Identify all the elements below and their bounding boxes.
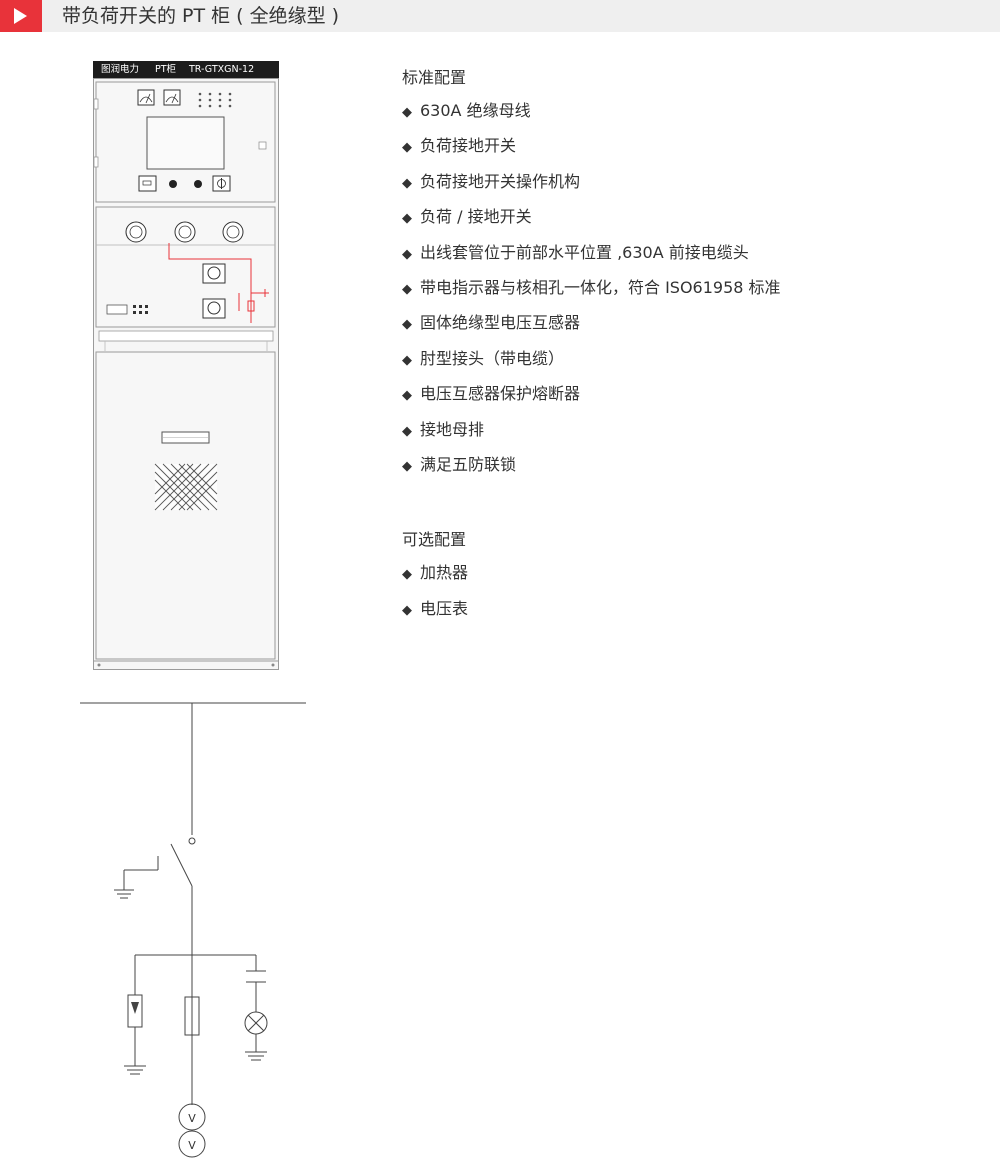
list-item: ◆接地母排 <box>402 419 485 439</box>
operating-hole-icon <box>125 221 244 243</box>
indicator-icon <box>106 304 128 315</box>
fuse-icon <box>184 996 200 1036</box>
list-item: ◆带电指示器与核相孔一体化，符合 ISO61958 标准 <box>402 277 781 297</box>
list-item: ◆负荷接地开关 <box>402 136 517 156</box>
list-item: ◆负荷 / 接地开关 <box>402 207 532 227</box>
list-item: ◆加热器 <box>402 563 469 583</box>
load-switch-icon <box>170 843 193 887</box>
cabinet-model: TR-GTXGN-12 <box>189 64 255 75</box>
list-item: ◆肘型接头（带电缆） <box>402 348 565 368</box>
diamond-icon: ◆ <box>402 140 412 156</box>
diamond-icon: ◆ <box>402 211 412 227</box>
meter-icon <box>137 89 155 106</box>
list-item: ◆负荷接地开关操作机构 <box>402 171 581 191</box>
pt-cabinet-drawing: 图润电力 PT柜 TR-GTXGN-12 <box>93 61 279 670</box>
diamond-icon: ◆ <box>402 458 412 474</box>
display-screen <box>146 116 225 170</box>
diamond-icon: ◆ <box>402 602 412 618</box>
cabinet-type: PT柜 <box>155 64 177 75</box>
vt-label: V <box>188 1139 196 1152</box>
hinge-icon <box>93 156 99 168</box>
diamond-icon: ◆ <box>402 281 412 297</box>
diamond-icon: ◆ <box>402 246 412 262</box>
section-header: 带负荷开关的 PT 柜 ( 全绝缘型 ) <box>0 0 1000 32</box>
diamond-icon: ◆ <box>402 423 412 439</box>
list-item: ◆电压表 <box>402 598 469 618</box>
page-title: 带负荷开关的 PT 柜 ( 全绝缘型 ) <box>62 5 340 27</box>
button-icon <box>194 180 202 188</box>
mimic-line <box>168 243 252 323</box>
contact-icon <box>188 837 196 845</box>
list-item: ◆630A 绝缘母线 <box>402 101 531 120</box>
cabinet-nameplate: 图润电力 PT柜 TR-GTXGN-12 <box>93 61 279 78</box>
button-icon <box>169 180 177 188</box>
arrow-icon <box>131 1002 139 1014</box>
wiring-diagram: V V <box>80 702 306 1158</box>
standard-heading: 标准配置 <box>402 68 467 87</box>
spec-list: 标准配置 ◆630A 绝缘母线 ◆负荷接地开关 ◆负荷接地开关操作机构 ◆负荷 … <box>402 66 982 626</box>
lock-icon <box>258 141 267 150</box>
diamond-icon: ◆ <box>402 352 412 368</box>
play-arrow-icon <box>14 8 27 24</box>
indicator-lamps-icon <box>198 92 232 108</box>
switch-icon <box>138 175 157 192</box>
list-item: ◆满足五防联锁 <box>402 454 517 474</box>
header-flag <box>0 0 42 32</box>
knob-icon <box>202 298 226 319</box>
list-item: ◆电压互感器保护熔断器 <box>402 384 581 404</box>
voltage-transformer-icon <box>178 1103 206 1131</box>
diamond-icon: ◆ <box>402 105 412 120</box>
ledge <box>98 330 274 342</box>
cabinet-brand: 图润电力 <box>101 64 140 75</box>
hinge-icon <box>93 98 99 110</box>
meter-icon <box>163 89 181 106</box>
list-item: ◆固体绝缘型电压互感器 <box>402 313 581 333</box>
cabinet-details <box>93 81 279 667</box>
diamond-icon: ◆ <box>402 175 412 191</box>
vent-grille <box>154 463 218 511</box>
diamond-icon: ◆ <box>402 317 412 333</box>
knob-icon <box>202 263 226 284</box>
diamond-icon: ◆ <box>402 388 412 404</box>
list-item: ◆出线套管位于前部水平位置 ,630A 前接电缆头 <box>402 242 749 262</box>
diamond-icon: ◆ <box>402 567 412 583</box>
optional-heading: 可选配置 <box>402 530 467 550</box>
vt-label: V <box>188 1112 196 1125</box>
